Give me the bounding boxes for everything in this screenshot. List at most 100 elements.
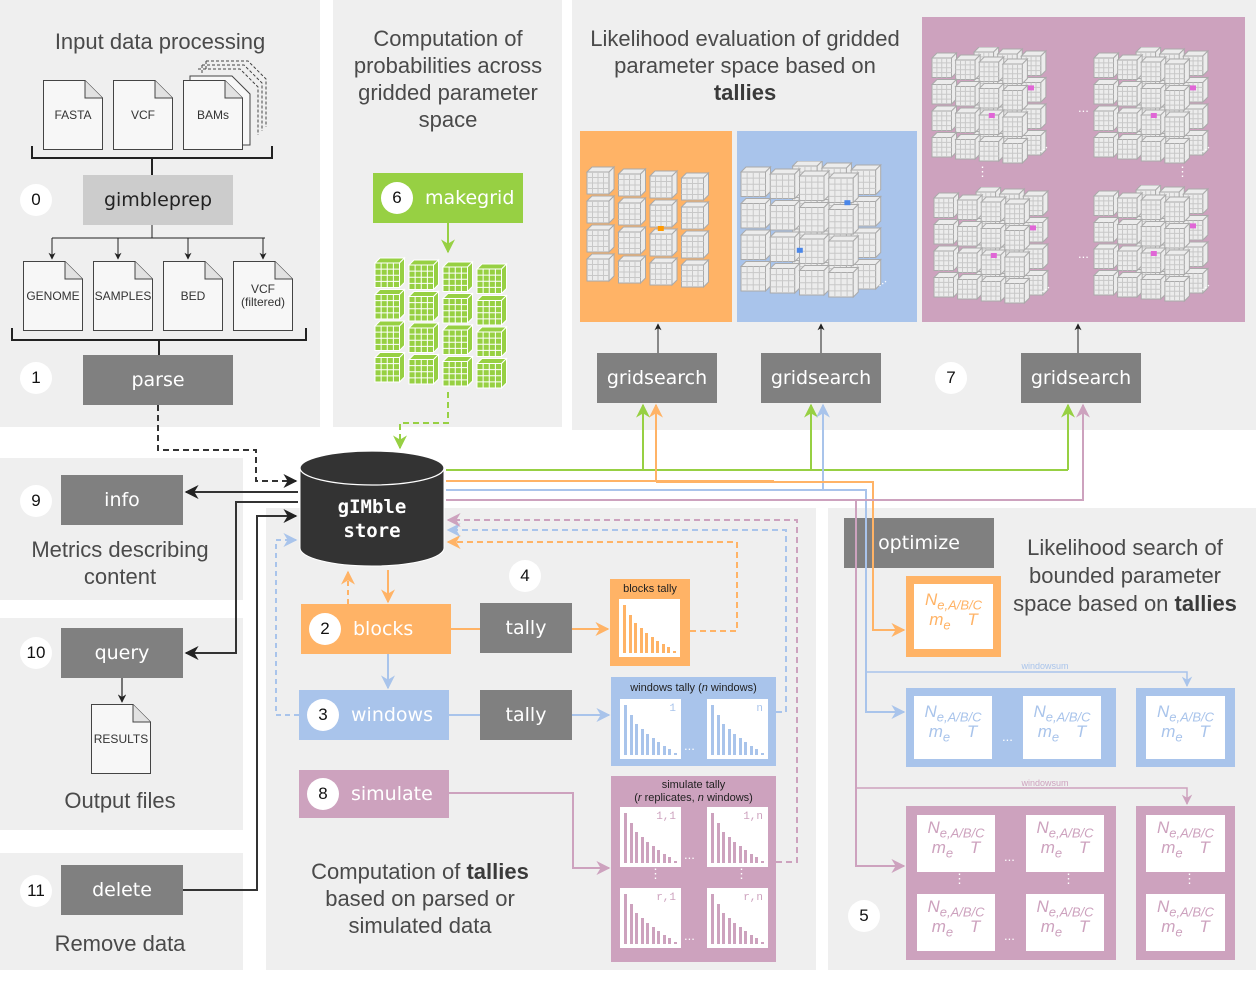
grid-cube xyxy=(1001,84,1029,112)
cube-grid-svg: ... xyxy=(1092,183,1212,303)
grid-cube xyxy=(680,229,710,260)
grid-cube xyxy=(930,131,958,159)
grid-cube xyxy=(932,271,960,299)
param-me-t: me T xyxy=(929,610,978,633)
histogram-bar xyxy=(738,846,742,863)
grid-cube xyxy=(930,78,958,106)
ellipsis-horizontal: ... xyxy=(684,847,695,862)
cube-grid-svg: ... xyxy=(739,159,889,299)
grid-cube xyxy=(1163,137,1191,165)
gridsearch-title: Likelihood evaluation of gridded paramet… xyxy=(590,25,900,106)
tally-button-blocks[interactable]: tally xyxy=(480,603,572,653)
step-number-9: 9 xyxy=(20,485,52,517)
file-results: RESULTS xyxy=(91,704,151,774)
gimble-store-cylinder[interactable]: gIMble store xyxy=(298,450,446,570)
blocks-button[interactable]: 2 blocks xyxy=(301,604,451,654)
ellipsis-horizontal: ... xyxy=(1002,729,1013,744)
tallies-caption-text: Computation of xyxy=(311,859,467,884)
max-likelihood-point xyxy=(657,226,664,231)
optimize-title-bold: tallies xyxy=(1174,591,1237,616)
param-ne: Ne,A/B/C xyxy=(1156,897,1215,920)
grid-cube xyxy=(954,133,982,161)
histogram-bar xyxy=(668,937,671,944)
tally-button-windows[interactable]: tally xyxy=(480,690,572,740)
grid-cube xyxy=(1140,273,1167,301)
histogram-bar xyxy=(673,752,677,755)
parse-button[interactable]: parse xyxy=(83,355,233,405)
grid-cube xyxy=(956,246,984,274)
grid-cube xyxy=(617,196,647,227)
param-me-t: me T xyxy=(1161,722,1210,745)
tally-label: tally xyxy=(505,704,547,726)
query-button[interactable]: query xyxy=(61,628,183,678)
gridsearch-title-text: Likelihood evaluation of gridded paramet… xyxy=(590,26,900,78)
store-label-line1: gIMble xyxy=(338,496,407,518)
histogram-bar xyxy=(657,742,660,755)
grid-cube xyxy=(980,195,1007,223)
histogram-bar xyxy=(716,715,720,755)
max-likelihood-point xyxy=(1150,251,1157,256)
ellipsis-vertical: ⋮ xyxy=(1062,871,1075,886)
histogram-bar xyxy=(711,813,714,863)
window-index-tag: n xyxy=(756,703,763,715)
input-processing-title: Input data processing xyxy=(54,29,266,54)
query-label: query xyxy=(94,642,150,664)
windows-button[interactable]: 3 windows xyxy=(299,690,449,740)
windows-tally-label: windows tally (n windows) xyxy=(611,682,776,695)
optimize-label: optimize xyxy=(878,532,960,554)
param-ne: Ne,A/B/C xyxy=(1036,897,1094,920)
info-button[interactable]: info xyxy=(61,475,183,525)
histogram-bar xyxy=(755,748,758,755)
histogram-bar xyxy=(640,837,644,863)
file-vcf-filtered-label: VCF (filtered) xyxy=(240,282,285,309)
blocks-grid-cubes xyxy=(585,161,725,291)
simulate-button[interactable]: 8 simulate xyxy=(299,770,449,818)
grid-cube xyxy=(1163,57,1191,85)
histogram-bar xyxy=(667,646,670,653)
file-fasta: FASTA xyxy=(43,80,103,150)
grid-cube xyxy=(954,106,982,134)
gridsearch-button-blocks[interactable]: gridsearch xyxy=(597,353,717,403)
grid-cube xyxy=(1001,110,1029,138)
delete-button[interactable]: delete xyxy=(61,865,183,915)
grid-cube xyxy=(827,171,860,204)
file-genome: GENOME xyxy=(23,261,83,331)
windows-tally-label-text: windows) xyxy=(707,682,757,694)
grid-cube xyxy=(441,355,474,388)
file-samples-label: SAMPLES xyxy=(94,288,152,303)
grid-cube xyxy=(739,228,772,261)
histogram-bar xyxy=(629,904,633,944)
grid-cube xyxy=(1140,135,1167,163)
optimize-button[interactable]: optimize xyxy=(844,518,994,568)
grid-cube xyxy=(827,234,860,267)
param-me-t: me T xyxy=(1040,917,1090,940)
gimbleprep-label: gimbleprep xyxy=(103,189,213,211)
histogram: 1,n xyxy=(707,807,768,867)
gimbleprep-button[interactable]: gimbleprep xyxy=(83,175,233,225)
grid-cube xyxy=(1163,248,1191,276)
gridsearch-button-simulate[interactable]: gridsearch xyxy=(1021,353,1141,403)
histogram-bar xyxy=(629,715,633,755)
windows-tally-label-text: windows tally ( xyxy=(630,682,702,694)
makegrid-button[interactable]: 6 makegrid xyxy=(373,173,523,223)
gridsearch-button-windows[interactable]: gridsearch xyxy=(761,353,881,403)
histogram xyxy=(619,599,680,657)
histogram-bar xyxy=(651,927,655,944)
windows-tally-box: windows tally (n windows) 1 ... n xyxy=(611,677,776,766)
grid-cube xyxy=(441,260,474,293)
step-number-1: 1 xyxy=(20,362,52,394)
makegrid-label: makegrid xyxy=(425,187,515,209)
histogram-bar xyxy=(651,846,655,863)
histogram-bar xyxy=(646,923,649,944)
param-ne: Ne,A/B/C xyxy=(927,897,985,920)
tallies-caption-bold: tallies xyxy=(466,859,529,884)
blocks-tally-box: blocks tally xyxy=(610,579,690,666)
histogram-bar xyxy=(733,842,736,863)
grid-cube xyxy=(739,165,772,198)
grid-cube xyxy=(585,252,616,283)
